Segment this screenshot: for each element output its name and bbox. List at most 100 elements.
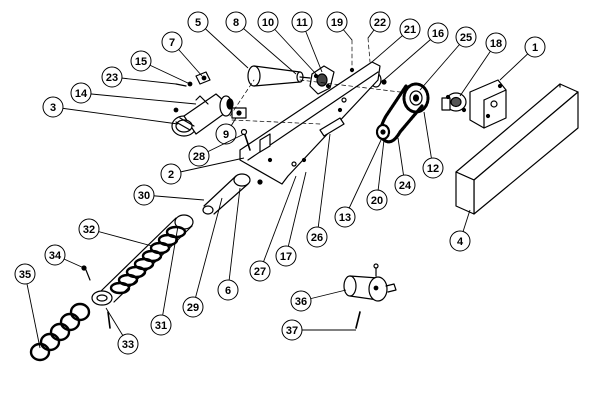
callout-bubble-7 [161,31,183,53]
callout-26: 26 [306,133,331,248]
callout-number-10: 10 [262,17,274,29]
callout-number-33: 33 [122,339,134,351]
callout-bubble-26 [306,226,328,248]
callout-35: 35 [14,263,41,349]
callout-number-27: 27 [254,266,266,278]
callout-bubble-1 [524,36,546,58]
callout-number-35: 35 [19,269,31,281]
callout-14: 14 [70,82,197,105]
spring-carrier [99,214,194,303]
callout-leader-27 [259,175,297,272]
callout-bubble-33 [117,333,139,355]
callout-bubble-25 [455,26,477,48]
callout-number-29: 29 [187,302,199,314]
callout-number-34: 34 [49,250,62,262]
callout-bubble-16 [427,22,449,44]
callout-36: 36 [290,289,347,312]
tube [202,173,263,215]
callout-bubble-23 [101,66,123,88]
motor [171,93,234,137]
housing-cover [455,83,579,215]
callout-number-15: 15 [135,56,147,68]
callout-leader-26 [316,133,331,238]
callout-bubble-30 [133,184,155,206]
callout-number-11: 11 [296,17,308,29]
callout-6: 6 [217,187,241,301]
callout-number-6: 6 [225,285,231,297]
callout-bubble-35 [14,263,36,285]
callout-bubble-36 [290,290,312,312]
assembly-lines [229,37,401,125]
callout-number-9: 9 [223,129,229,141]
callout-bubble-9 [215,123,237,145]
callout-leader-31 [160,225,179,326]
callout-31: 31 [150,225,179,336]
callout-bubble-4 [449,230,471,252]
callout-17: 17 [275,171,307,267]
callout-29: 29 [182,197,223,318]
callout-bubble-2 [160,163,182,185]
callout-25: 25 [419,26,477,91]
callout-34: 34 [44,244,85,269]
callout-leader-25 [419,36,467,91]
callout-leader-17 [285,171,307,257]
callout-bubble-10 [257,11,279,33]
callout-number-14: 14 [75,88,88,100]
callout-number-25: 25 [460,32,472,44]
callout-number-13: 13 [339,212,351,224]
callout-18: 18 [459,32,507,97]
callout-bubble-32 [78,218,100,240]
callout-bubble-5 [187,11,209,33]
callout-12: 12 [422,111,444,179]
callout-leader-16 [383,32,439,81]
callout-10: 10 [257,11,317,75]
extension-spring [29,302,91,362]
callout-32: 32 [78,218,153,247]
callout-3: 3 [42,96,179,125]
callout-bubble-22 [369,11,391,33]
shaft [247,65,311,87]
callout-bubble-15 [130,50,152,72]
callout-bubble-18 [485,32,507,54]
callout-bubble-3 [42,96,64,118]
callout-15: 15 [130,50,191,85]
callout-leader-8 [235,21,297,75]
callout-bubble-34 [44,244,66,266]
callout-number-26: 26 [311,232,323,244]
right-bracket [469,79,507,129]
callout-number-1: 1 [532,42,538,54]
callout-bubble-37 [281,319,303,341]
callout-bubble-8 [225,11,247,33]
callout-bubble-12 [422,157,444,179]
callout-leader-3 [52,106,179,125]
callout-22: 22 [367,11,391,39]
callout-27: 27 [249,175,297,282]
callout-28: 28 [188,133,245,167]
callout-bubble-6 [217,279,239,301]
callout-leader-14 [80,92,197,105]
callout-number-22: 22 [374,17,386,29]
callout-number-20: 20 [371,195,383,207]
callout-leader-2 [170,157,245,175]
callout-number-23: 23 [106,72,118,84]
motor-screws [173,71,211,113]
callout-30: 30 [133,184,205,206]
callout-number-4: 4 [457,236,464,248]
callout-2: 2 [160,157,245,185]
drive-sprocket [402,82,430,114]
callout-number-17: 17 [280,251,292,263]
callout-23: 23 [101,66,177,88]
callout-leader-5 [197,21,249,69]
callout-number-36: 36 [295,296,307,308]
callout-bubble-20 [366,189,388,211]
callout-11: 11 [291,11,323,73]
callout-number-3: 3 [50,102,56,114]
callout-bubble-24 [394,174,416,196]
callout-24: 24 [394,137,416,196]
callout-number-16: 16 [432,28,444,40]
callout-number-5: 5 [195,17,201,29]
callout-number-8: 8 [233,17,239,29]
callout-bubble-14 [70,82,92,104]
callout-number-19: 19 [331,17,343,29]
